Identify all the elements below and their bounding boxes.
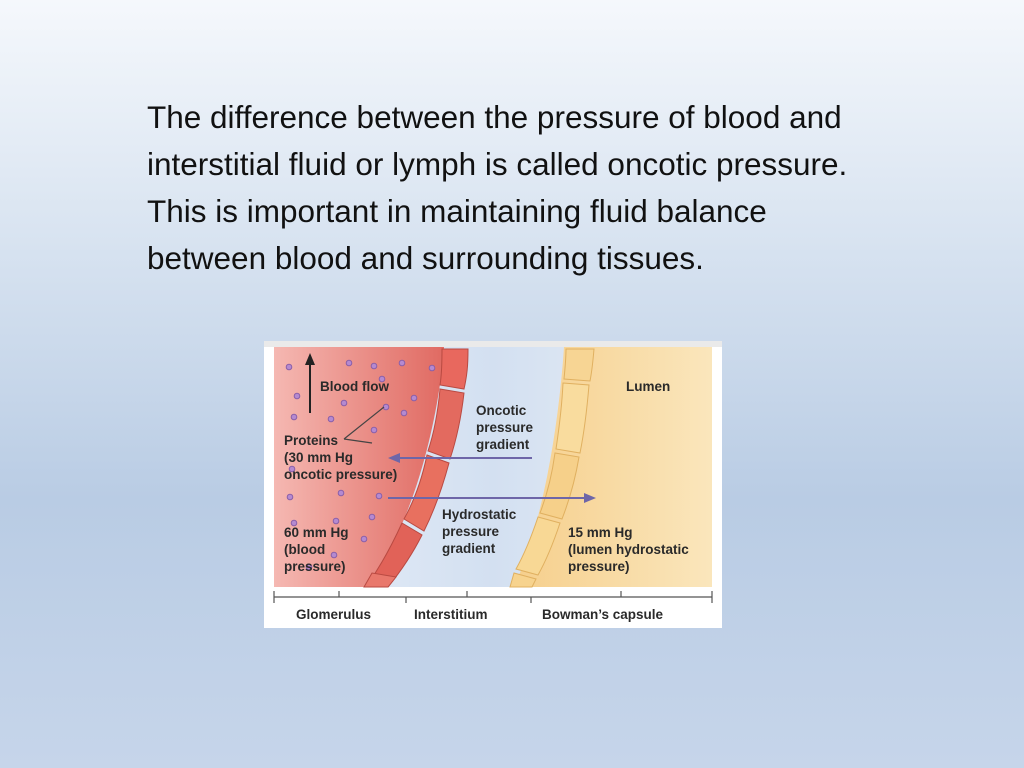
- filtration-diagram: Blood flow Lumen Oncotic pressure gradie…: [264, 341, 722, 628]
- lumen-label: Lumen: [626, 379, 670, 394]
- lumen-pressure-label-line: pressure): [568, 559, 630, 574]
- blood-pressure-label-line: 60 mm Hg: [284, 525, 349, 540]
- oncotic-gradient-arrow: [388, 453, 532, 463]
- blood-pressure-label-line: pressure): [284, 559, 346, 574]
- hydrostatic-label-line: pressure: [442, 524, 500, 539]
- region-brackets: [273, 591, 713, 603]
- bowman-capsule-wall: [509, 348, 595, 588]
- blood-flow-label: Blood flow: [320, 379, 389, 394]
- slide-paragraph: The difference between the pressure of b…: [147, 94, 987, 282]
- hydrostatic-label-line: gradient: [442, 541, 496, 556]
- proteins-label-line: Proteins: [284, 433, 338, 448]
- blood-flow-arrow: [305, 353, 315, 413]
- filtration-diagram-svg: Blood flow Lumen Oncotic pressure gradie…: [264, 341, 722, 622]
- glomerulus-region: [274, 347, 444, 587]
- blood-pressure-label-line: (blood: [284, 542, 325, 557]
- lumen-pressure-label-line: (lumen hydrostatic: [568, 542, 689, 557]
- region-label-bowmans-capsule: Bowman’s capsule: [542, 607, 664, 622]
- region-label-glomerulus: Glomerulus: [296, 607, 371, 622]
- paragraph-line: interstitial fluid or lymph is called on…: [147, 146, 848, 182]
- protein-pointer-lines: [343, 406, 385, 444]
- protein-dots: [285, 359, 436, 571]
- capillary-wall: [363, 348, 469, 588]
- region-label-interstitium: Interstitium: [414, 607, 488, 622]
- paragraph-line: This is important in maintaining fluid b…: [147, 193, 767, 229]
- hydrostatic-gradient-arrow: [388, 493, 596, 503]
- oncotic-label-line: pressure: [476, 420, 534, 435]
- paragraph-line: The difference between the pressure of b…: [147, 99, 842, 135]
- paragraph-line: between blood and surrounding tissues.: [147, 240, 704, 276]
- oncotic-label-line: gradient: [476, 437, 530, 452]
- top-border: [264, 341, 722, 347]
- lumen-pressure-label-line: 15 mm Hg: [568, 525, 633, 540]
- proteins-label-line: (30 mm Hg: [284, 450, 353, 465]
- hydrostatic-label-line: Hydrostatic: [442, 507, 517, 522]
- proteins-label-line: oncotic pressure): [284, 467, 397, 482]
- oncotic-label-line: Oncotic: [476, 403, 527, 418]
